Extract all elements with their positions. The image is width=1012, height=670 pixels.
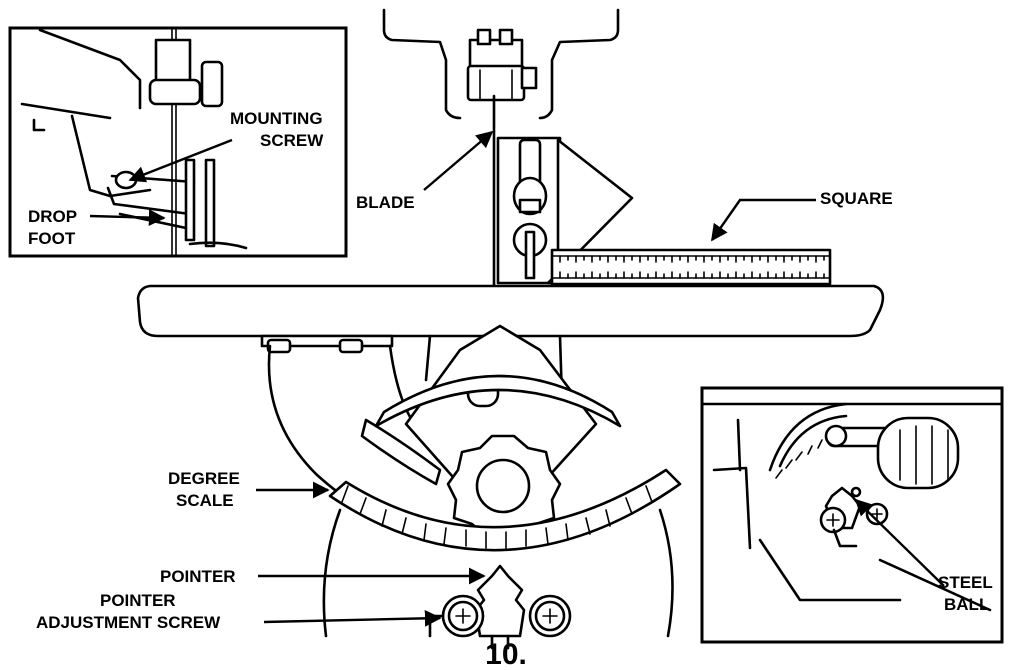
blade-clamp [466,28,538,102]
pointer-assembly [474,564,526,650]
label-degree-scale-2: SCALE [176,491,234,510]
label-mounting-screw-2: SCREW [260,131,324,150]
label-degree-scale-1: DEGREE [168,469,240,488]
label-blade: BLADE [356,193,415,212]
main-illustration [136,8,885,650]
label-drop-foot-1: DROP [28,207,77,226]
label-mounting-screw-1: MOUNTING [230,109,323,128]
label-drop-foot-2: FOOT [28,229,76,248]
label-pointer-adjustment-screw-2: ADJUSTMENT SCREW [36,613,221,632]
inset-drop-foot [8,26,348,258]
pointer-adjustment-screws [428,594,572,638]
arrow-steel-ball [854,498,945,587]
labels: MOUNTING SCREW DROP FOOT BLADE SQUARE DE… [28,109,993,670]
arrow-drop-foot [89,209,166,226]
label-steel-ball-2: BALL [944,595,989,614]
figure-number: 10. [485,638,527,670]
saw-table [136,284,885,354]
arrow-square [711,198,816,242]
label-pointer: POINTER [160,567,236,586]
label-pointer-adjustment-screw-1: POINTER [100,591,176,610]
label-steel-ball-1: STEEL [938,573,993,592]
leader-arrows [89,130,945,627]
trunnion [267,324,674,638]
arrow-pointer-screw [263,609,442,627]
square-tool [496,136,832,286]
degree-scale-sector [328,374,682,552]
arrow-mounting-screw [128,138,233,183]
arrow-blade [423,130,494,191]
label-square: SQUARE [820,189,893,208]
